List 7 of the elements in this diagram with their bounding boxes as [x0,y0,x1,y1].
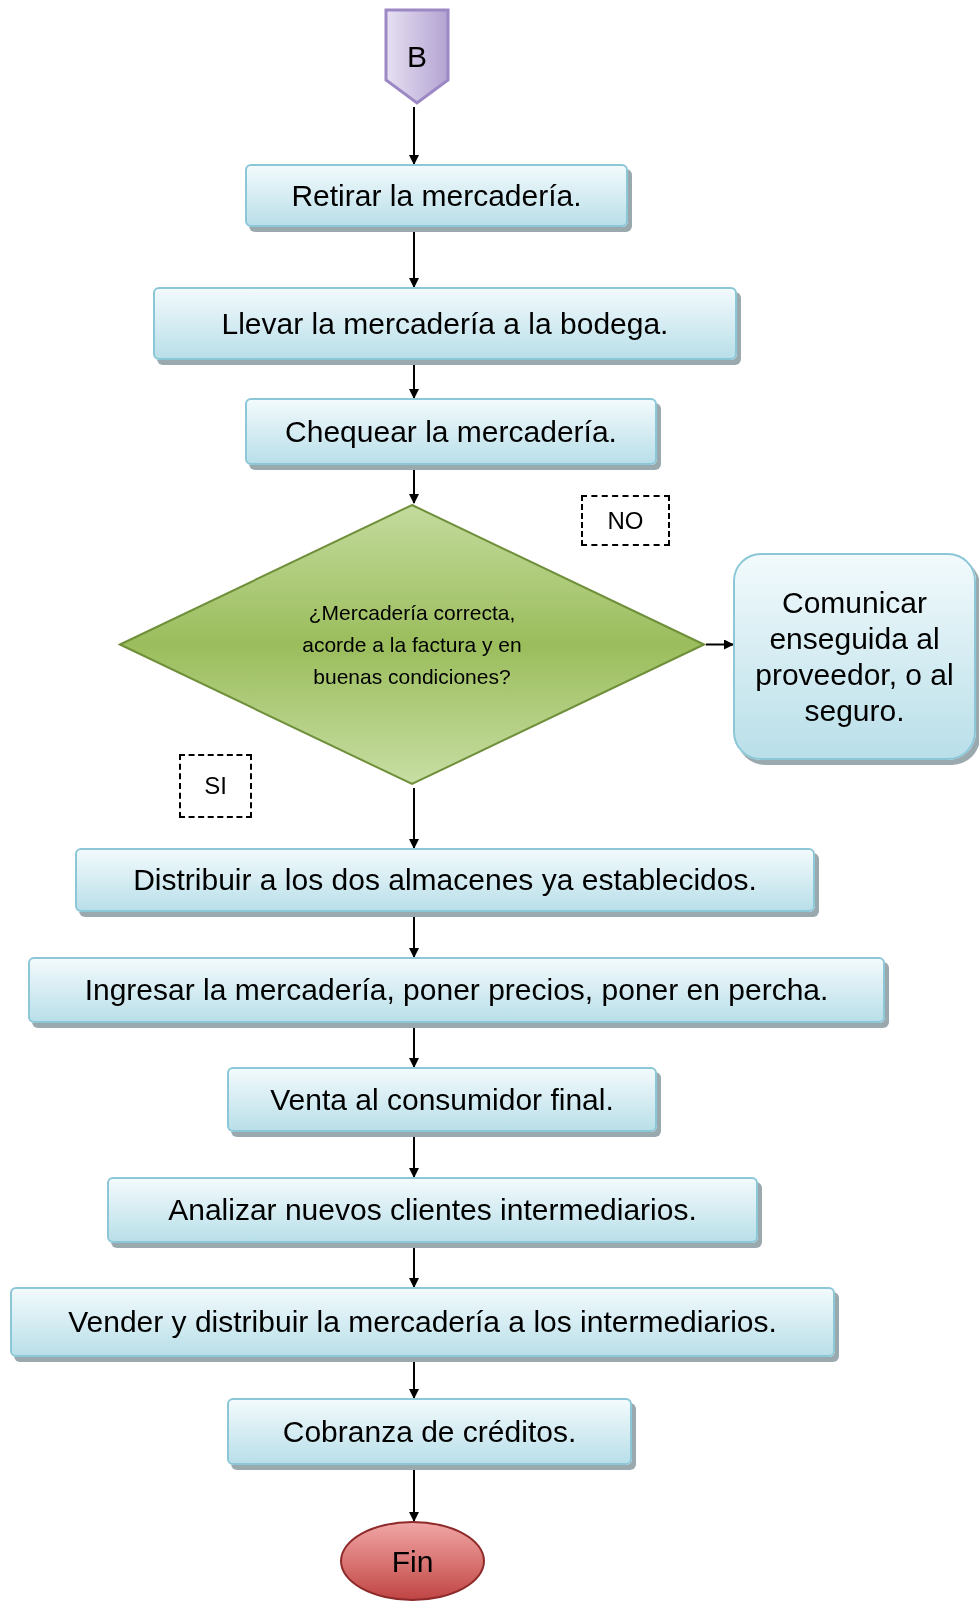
arrow [409,787,419,849]
arrow [409,106,419,165]
branch-label: SI [179,754,252,818]
branch-label: NO [581,495,670,546]
terminal-ellipse: Fin [340,1521,485,1601]
arrow [705,639,734,650]
off-page-connector: B [384,8,450,105]
